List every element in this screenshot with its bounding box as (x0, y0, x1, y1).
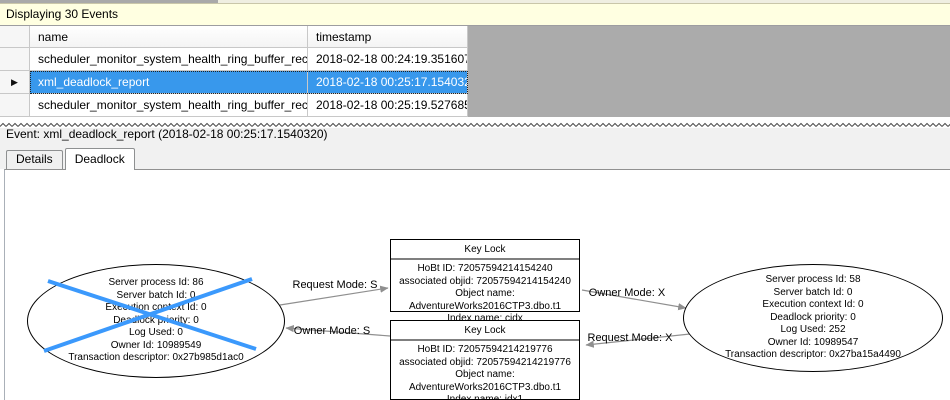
table-row-timestamp[interactable]: 2018-02-18 00:25:19.5276859 (308, 94, 468, 117)
deadlock-graph-canvas: Server process Id: 86 Server batch Id: 0… (4, 169, 950, 400)
table-row-name[interactable]: xml_deadlock_report (30, 71, 308, 94)
resource-node-keylock-top[interactable]: Key Lock HoBt ID: 72057594214154240 asso… (390, 239, 580, 324)
resource-title: Key Lock (391, 321, 579, 341)
displaying-events-bar: Displaying 30 Events (0, 3, 950, 26)
current-row-arrow-icon: ▶ (11, 76, 18, 87)
grid-empty-area (468, 26, 950, 48)
resource-title: Key Lock (391, 240, 579, 260)
resource-node-keylock-bottom[interactable]: Key Lock HoBt ID: 72057594214219776 asso… (390, 320, 580, 400)
edge-label-request-s: Request Mode: S (292, 279, 378, 291)
row-selector-current[interactable]: ▶ (0, 71, 30, 94)
event-title-bar: Event: xml_deadlock_report (2018-02-18 0… (0, 123, 950, 145)
row-selector[interactable] (0, 48, 30, 71)
table-row-timestamp[interactable]: 2018-02-18 00:25:17.1540320 (308, 71, 468, 94)
table-row-timestamp[interactable]: 2018-02-18 00:24:19.3516078 (308, 48, 468, 71)
table-row-name[interactable]: scheduler_monitor_system_health_ring_buf… (30, 94, 308, 117)
pane-splitter[interactable] (0, 117, 950, 128)
edge-label-owner-s: Owner Mode: S (293, 325, 371, 337)
process-node-victim[interactable]: Server process Id: 86 Server batch Id: 0… (27, 264, 285, 378)
edge-label-request-x: Request Mode: X (587, 332, 673, 344)
splitter-zigzag-icon (0, 122, 950, 128)
tab-deadlock[interactable]: Deadlock (64, 148, 135, 170)
row-selector[interactable] (0, 94, 30, 117)
grid-corner-cell[interactable] (0, 26, 30, 48)
events-grid: name timestamp scheduler_monitor_system_… (0, 26, 950, 117)
tab-strip: Details Deadlock (0, 145, 950, 170)
tab-details[interactable]: Details (6, 150, 63, 169)
process-node-survivor[interactable]: Server process Id: 58 Server batch Id: 0… (683, 264, 943, 372)
toolbar-edge-strip (0, 0, 950, 3)
table-row-name[interactable]: scheduler_monitor_system_health_ring_buf… (30, 48, 308, 71)
edge-label-owner-x: Owner Mode: X (588, 287, 666, 299)
column-header-timestamp[interactable]: timestamp (308, 26, 468, 48)
column-header-name[interactable]: name (30, 26, 308, 48)
